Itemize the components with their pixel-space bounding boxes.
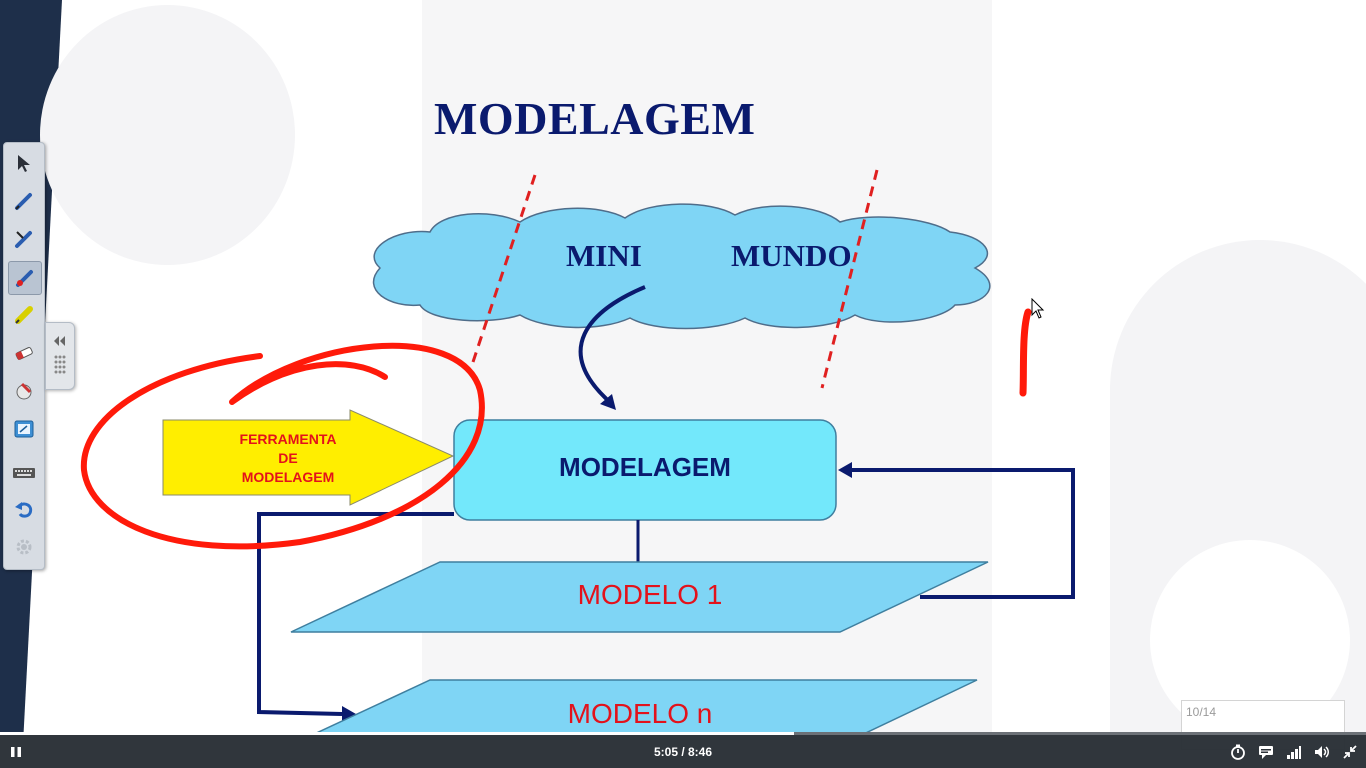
- cloud-label: MINI MUNDO: [566, 238, 852, 273]
- pen-red-icon[interactable]: [8, 261, 42, 295]
- exit-fullscreen-icon[interactable]: [1340, 742, 1360, 762]
- settings-icon[interactable]: [8, 531, 40, 563]
- modelo-n-label: MODELO n: [567, 698, 713, 729]
- red-annotation-mark: [1019, 308, 1032, 397]
- toolbar-collapse-handle[interactable]: [45, 322, 75, 390]
- curved-arrow: [578, 285, 646, 406]
- mouse-cursor-icon: [1031, 298, 1045, 319]
- pause-icon[interactable]: [6, 742, 26, 762]
- dashed-line: [820, 169, 879, 389]
- pen-plus-icon[interactable]: [8, 223, 40, 255]
- fill-icon[interactable]: [8, 375, 40, 407]
- presentation-slide: MODELAGEM MINI MUNDO: [0, 0, 1366, 732]
- volume-icon[interactable]: [1312, 742, 1332, 762]
- quality-icon[interactable]: [1284, 742, 1304, 762]
- slide-counter-text: 10/14: [1186, 705, 1217, 719]
- tool-arrow-line: FERRAMENTA: [239, 431, 337, 447]
- collapse-icon: [54, 336, 66, 374]
- slide-title: MODELAGEM: [434, 93, 756, 144]
- select-arrow-icon[interactable]: [8, 147, 40, 179]
- video-player-bar: [0, 732, 1366, 768]
- annotation-toolbar: [3, 142, 45, 570]
- captions-icon[interactable]: [1256, 742, 1276, 762]
- eraser-icon[interactable]: [8, 337, 40, 369]
- keyboard-icon[interactable]: [8, 457, 40, 489]
- tool-arrow-line: MODELAGEM: [241, 469, 335, 485]
- background-circle: [40, 5, 295, 265]
- diagram: [80, 169, 1075, 732]
- red-annotation-circle: [80, 342, 485, 550]
- mini-mundo-cloud: [372, 203, 991, 330]
- modelo-n-shape: [316, 679, 978, 732]
- playback-time: 5:05 / 8:46: [653, 745, 713, 759]
- modelo-1-shape: [290, 561, 989, 633]
- highlighter-icon[interactable]: [8, 299, 40, 331]
- yellow-arrow-shape: [162, 409, 455, 506]
- progress-fill: [0, 732, 794, 735]
- tool-arrow-line: DE: [278, 450, 298, 466]
- modelo-1-label: MODELO 1: [577, 579, 723, 610]
- modelagem-box-label: MODELAGEM: [559, 452, 731, 482]
- tool-arrow-label: FERRAMENTA DE MODELAGEM: [210, 430, 366, 487]
- timer-icon[interactable]: [1228, 742, 1248, 762]
- whiteboard-icon[interactable]: [8, 413, 40, 445]
- pen-icon[interactable]: [8, 185, 40, 217]
- undo-icon[interactable]: [8, 493, 40, 525]
